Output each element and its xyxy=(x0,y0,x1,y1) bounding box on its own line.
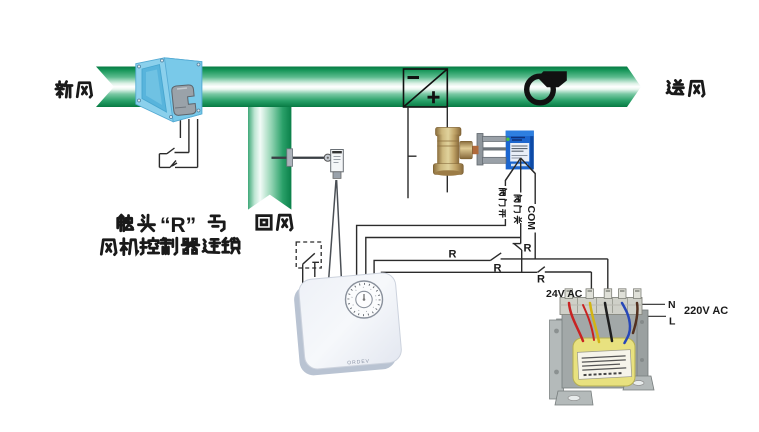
svg-text:R: R xyxy=(494,263,502,275)
svg-text:L: L xyxy=(669,316,676,328)
svg-text:“R”: “R” xyxy=(160,214,196,237)
svg-text:24V AC: 24V AC xyxy=(546,288,583,300)
svg-text:ORDEV: ORDEV xyxy=(347,358,370,366)
svg-text:220V AC: 220V AC xyxy=(684,305,728,317)
svg-text:N: N xyxy=(668,299,676,311)
svg-text:R: R xyxy=(524,243,532,255)
svg-text:R: R xyxy=(449,249,457,261)
svg-text:R: R xyxy=(537,274,545,286)
svg-text:COM: COM xyxy=(525,206,537,231)
